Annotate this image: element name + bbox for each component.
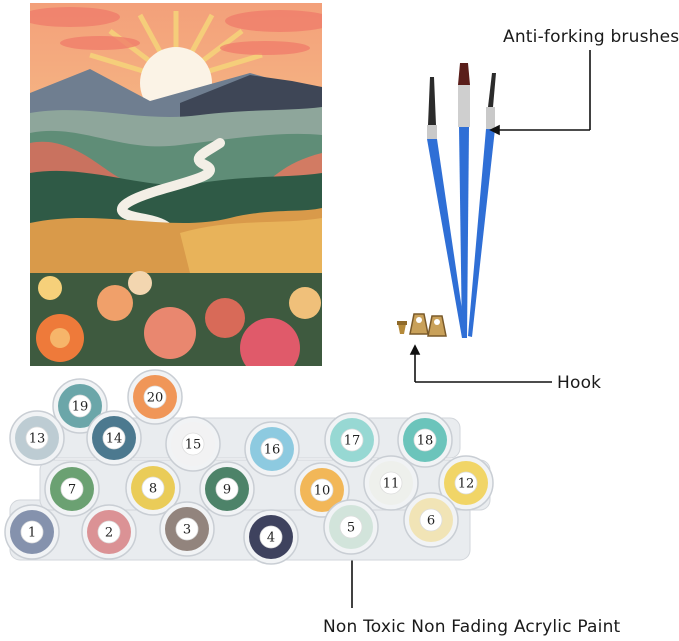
paint-pot-12: 12 bbox=[438, 455, 494, 511]
paint-pot-number: 20 bbox=[147, 391, 164, 406]
paint-pot-label-disc bbox=[175, 517, 199, 541]
paint-pot-label-disc bbox=[419, 508, 443, 532]
paint-pot-label-disc bbox=[379, 471, 403, 495]
paint-pot-label-disc bbox=[60, 477, 84, 501]
paint-pot-number: 3 bbox=[183, 523, 191, 538]
paint-pot-label-disc bbox=[143, 385, 167, 409]
paint-pot-label-disc bbox=[259, 525, 283, 549]
paint-pot-9: 9 bbox=[199, 461, 255, 517]
paint-pot-number: 5 bbox=[347, 521, 355, 536]
paint-pot-label-disc bbox=[454, 471, 478, 495]
landscape-artwork bbox=[30, 3, 322, 366]
painting-image bbox=[30, 3, 322, 366]
paint-pot-number: 7 bbox=[68, 483, 76, 498]
paint-pot-4: 4 bbox=[243, 509, 299, 565]
paint-pot-label-disc bbox=[339, 515, 363, 539]
paint-pot-3: 3 bbox=[159, 501, 215, 557]
paint-pot-number: 2 bbox=[105, 526, 113, 541]
paint-pot-11: 11 bbox=[363, 455, 419, 511]
paint-pot-number: 12 bbox=[458, 477, 475, 492]
paint-pot-label-disc bbox=[310, 478, 334, 502]
paint-pot-14: 14 bbox=[86, 410, 142, 466]
paint-pot-label-disc bbox=[141, 476, 165, 500]
brushes-illustration bbox=[427, 63, 496, 338]
brush-right bbox=[468, 73, 496, 337]
paint-pot-number: 18 bbox=[417, 434, 434, 449]
paint-pot-label-disc bbox=[68, 394, 92, 418]
hook-icon bbox=[397, 313, 447, 337]
paint-pot-number: 17 bbox=[344, 434, 361, 449]
paint-pot-10: 10 bbox=[294, 462, 350, 518]
paint-pot-label-disc bbox=[20, 520, 44, 544]
paint-pot-5: 5 bbox=[323, 499, 379, 555]
paint-pot-number: 8 bbox=[149, 482, 157, 497]
brush-middle bbox=[458, 63, 470, 338]
paint-pot-6: 6 bbox=[403, 492, 459, 548]
paint-pot-18: 18 bbox=[397, 412, 453, 468]
paint-pot-17: 17 bbox=[324, 412, 380, 468]
paint-pot-number: 10 bbox=[314, 484, 331, 499]
paint-pot-label-disc bbox=[215, 477, 239, 501]
paint-pot-label-disc bbox=[413, 428, 437, 452]
paint-pot-label-disc bbox=[181, 432, 205, 456]
paint-pot-number: 19 bbox=[72, 400, 89, 415]
paint-pot-label-disc bbox=[102, 426, 126, 450]
paint-pot-number: 9 bbox=[223, 483, 231, 498]
paint-pot-16: 16 bbox=[244, 421, 300, 477]
paint-pot-number: 6 bbox=[427, 514, 435, 529]
paint-pot-label-disc bbox=[25, 426, 49, 450]
paint-pot-13: 13 bbox=[9, 410, 65, 466]
brushes-label: Anti-forking brushes bbox=[503, 27, 679, 47]
paint-pot-8: 8 bbox=[125, 460, 181, 516]
paint-pot-label-disc bbox=[260, 437, 284, 461]
paint-pot-number: 15 bbox=[185, 438, 202, 453]
paint-pot-number: 1 bbox=[28, 526, 36, 541]
paint-pot-label-disc bbox=[97, 520, 121, 544]
paint-pot-20: 20 bbox=[127, 369, 183, 425]
paint-label: Non Toxic Non Fading Acrylic Paint bbox=[323, 617, 621, 637]
paint-pot-2: 2 bbox=[81, 504, 137, 560]
hook-label: Hook bbox=[557, 373, 602, 393]
brush-left bbox=[427, 77, 466, 338]
paint-pot-number: 13 bbox=[29, 432, 46, 447]
paint-pot-label-disc bbox=[340, 428, 364, 452]
paint-pot-number: 4 bbox=[267, 531, 275, 546]
paint-pot-number: 11 bbox=[383, 477, 400, 492]
paint-pot-number: 16 bbox=[264, 443, 281, 458]
paint-pot-15: 15 bbox=[165, 416, 221, 472]
paint-pot-number: 14 bbox=[106, 432, 123, 447]
paint-pot-7: 7 bbox=[44, 461, 100, 517]
paint-pot-1: 1 bbox=[4, 504, 60, 560]
